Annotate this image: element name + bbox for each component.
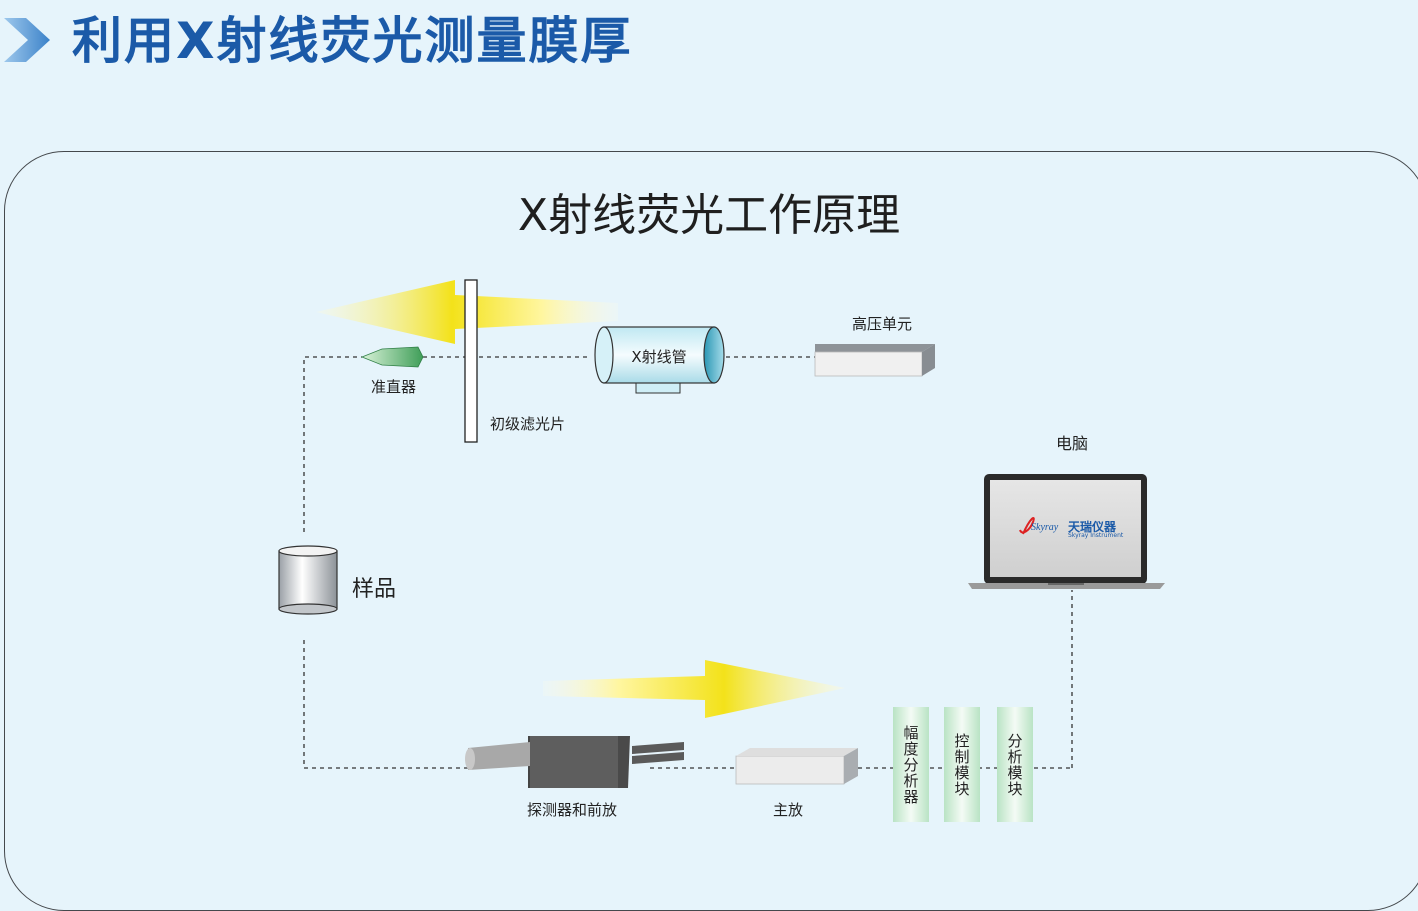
- diagram-canvas: Skyray: [278, 279, 1165, 788]
- xray-tube-label: X射线管: [631, 348, 687, 366]
- xray-tube: [594, 326, 725, 394]
- computer-laptop: Skyray: [968, 474, 1165, 589]
- primary-filter: [464, 279, 478, 443]
- diagram-title: X射线荧光工作原理: [517, 190, 901, 241]
- logo-subtitle: Skyray Instrument: [1068, 532, 1124, 539]
- high-voltage-label: 高压单元: [852, 315, 913, 333]
- logo-mark: Skyray: [1031, 522, 1059, 533]
- analysis-module: 分析模块: [997, 707, 1033, 822]
- detector-label: 探测器和前放: [527, 801, 618, 819]
- detector-preamp: [465, 736, 684, 788]
- page-title: 利用X射线荧光测量膜厚: [72, 12, 633, 70]
- fluorescent-beam: [543, 660, 845, 718]
- main-amp-label: 主放: [773, 801, 804, 819]
- sample: [278, 545, 338, 615]
- control-module: 控制模块: [944, 707, 980, 822]
- high-voltage-unit: [814, 344, 935, 377]
- logo-brand: 天瑞仪器: [1068, 520, 1117, 534]
- chevron-right-icon: [4, 18, 50, 62]
- primary-filter-label: 初级滤光片: [490, 415, 566, 433]
- computer-label: 电脑: [1056, 434, 1089, 453]
- collimator-label: 准直器: [371, 378, 417, 396]
- page-header: 利用X射线荧光测量膜厚: [0, 0, 1418, 80]
- amplitude-analyzer-module: 幅度分析器: [893, 707, 929, 822]
- collimator: [360, 346, 424, 368]
- sample-label: 样品: [352, 577, 397, 602]
- main-amplifier: [735, 748, 858, 785]
